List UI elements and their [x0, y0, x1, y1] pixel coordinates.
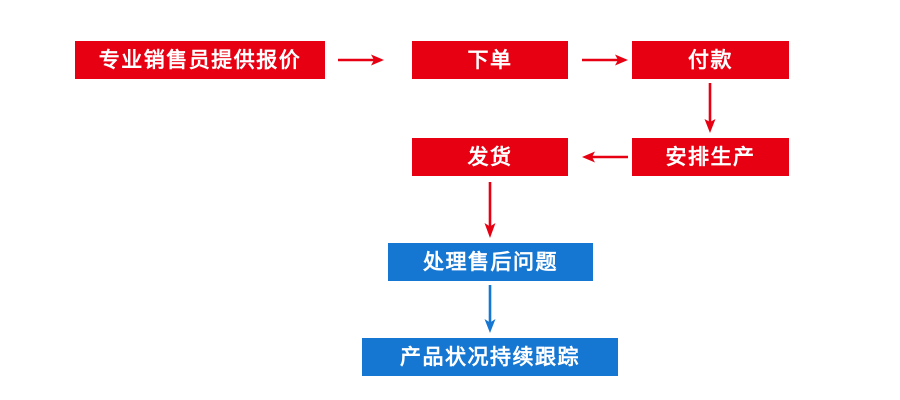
flow-node-label: 下单	[467, 48, 513, 72]
arrow-order-to-payment	[582, 50, 632, 70]
arrow-shipment-to-after-sales	[480, 182, 500, 240]
flow-node-shipment[interactable]: 发货	[412, 138, 568, 176]
flow-node-label: 发货	[467, 145, 513, 169]
flow-node-label: 安排生产	[665, 145, 756, 169]
flow-node-label: 处理售后问题	[423, 250, 558, 274]
flow-node-label: 付款	[688, 48, 733, 72]
flow-node-arrange-production[interactable]: 安排生产	[632, 138, 789, 176]
flow-node-label: 专业销售员提供报价	[98, 48, 302, 72]
arrow-after-sales-to-tracking	[480, 285, 500, 335]
flow-node-product-tracking[interactable]: 产品状况持续跟踪	[362, 338, 618, 376]
arrow-quote-to-order	[338, 50, 388, 70]
flow-node-place-order[interactable]: 下单	[412, 41, 568, 79]
flow-node-quote[interactable]: 专业销售员提供报价	[75, 41, 325, 79]
flow-node-after-sales[interactable]: 处理售后问题	[388, 243, 593, 281]
arrow-production-to-shipment	[578, 147, 628, 167]
arrow-payment-to-production	[700, 83, 720, 135]
flow-node-label: 产品状况持续跟踪	[400, 345, 580, 369]
flow-node-payment[interactable]: 付款	[632, 41, 789, 79]
